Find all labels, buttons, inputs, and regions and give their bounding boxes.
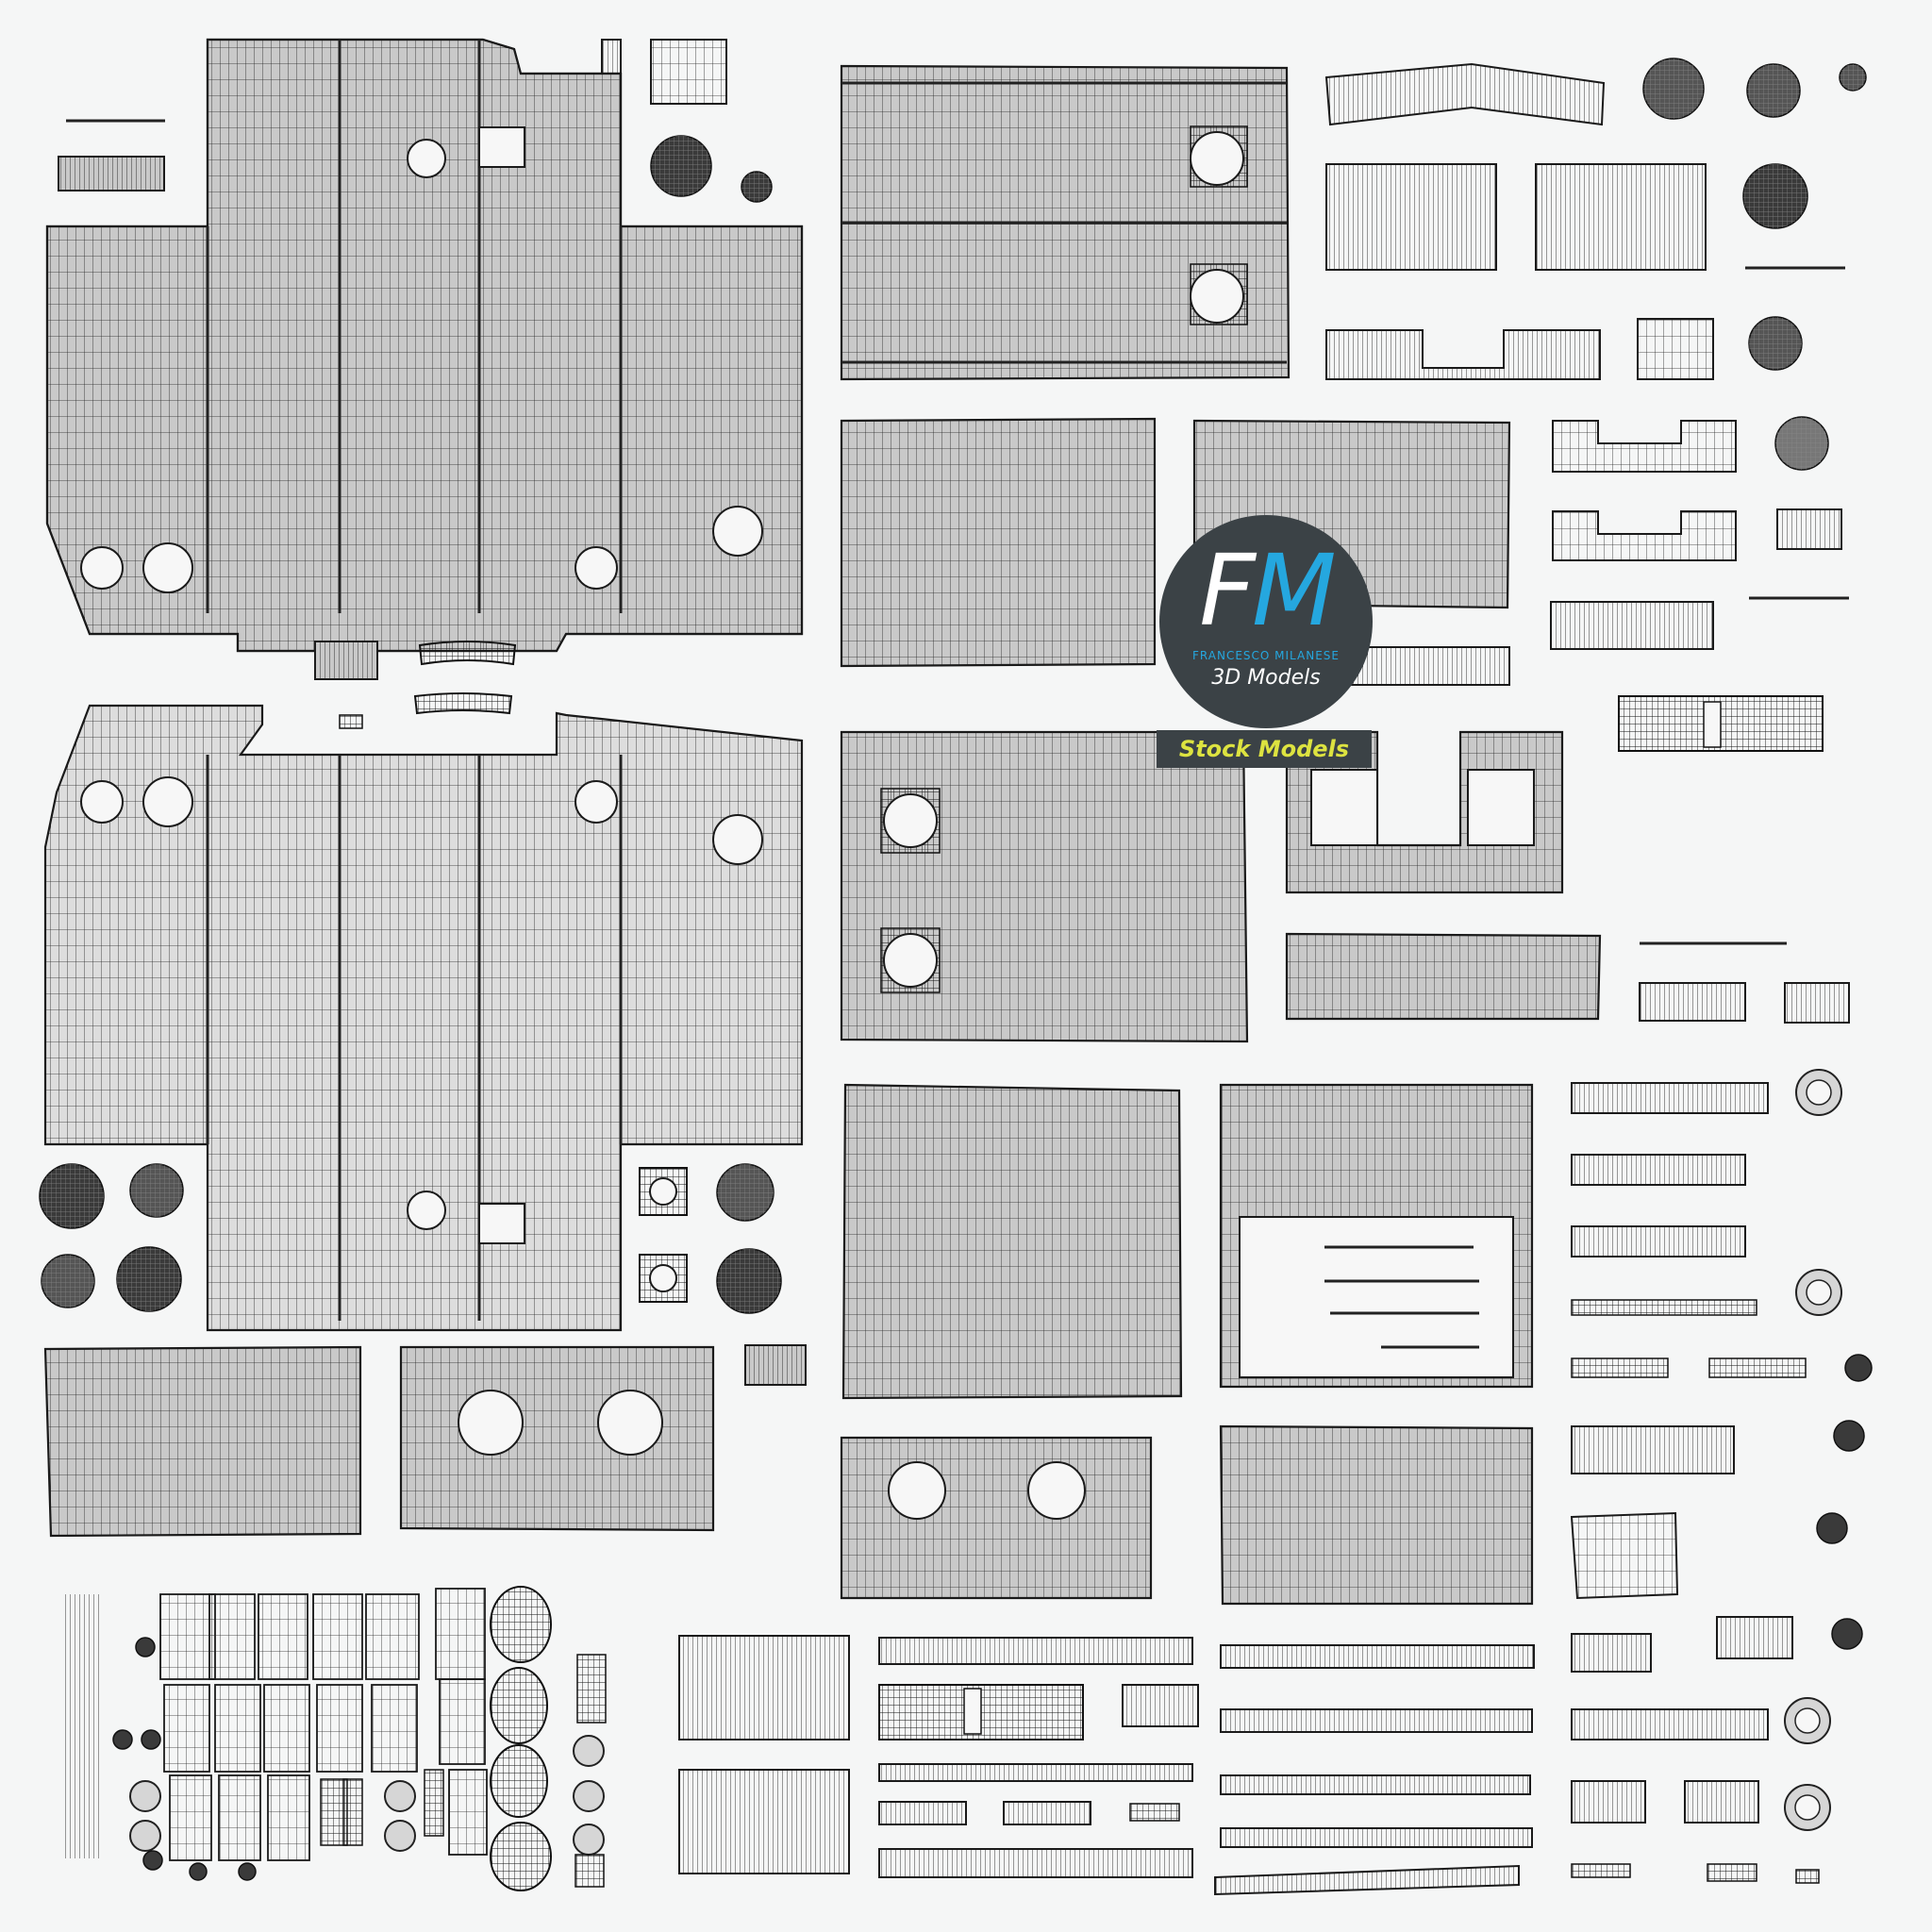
uv-parts-cluster-bottom-left (62, 1586, 607, 1891)
uv-island-body-upper (45, 38, 804, 653)
uv-ball-cluster-left (39, 1163, 807, 1386)
stock-models-banner: Stock Models (1157, 730, 1372, 768)
monogram-letter-m: M (1252, 533, 1337, 648)
uv-pieces-right-top (1324, 58, 1867, 752)
brand-subtitle: 3D Models (1211, 666, 1321, 690)
uv-panels-bottom-left (43, 1345, 715, 1538)
uv-island-body-lower (43, 704, 804, 1332)
brand-maker-name: FRANCESCO MILANESE (1192, 649, 1340, 662)
uv-panel-center-top (840, 64, 1291, 381)
uv-panels-center-lower (840, 1083, 1534, 1606)
uv-pieces-right-lower (1570, 941, 1873, 1884)
uv-strips-bottom-center (678, 1635, 1535, 1896)
uv-small-pieces-center-left (314, 641, 517, 729)
brand-monogram: FM (1159, 541, 1373, 640)
uv-panel-center-holes (840, 730, 1249, 1043)
uv-u-frame (1285, 730, 1602, 1021)
monogram-letter-f: F (1199, 533, 1256, 648)
brand-logo-badge: FM FRANCESCO MILANESE 3D Models (1159, 515, 1373, 728)
uv-small-pieces-top-left (58, 39, 773, 203)
